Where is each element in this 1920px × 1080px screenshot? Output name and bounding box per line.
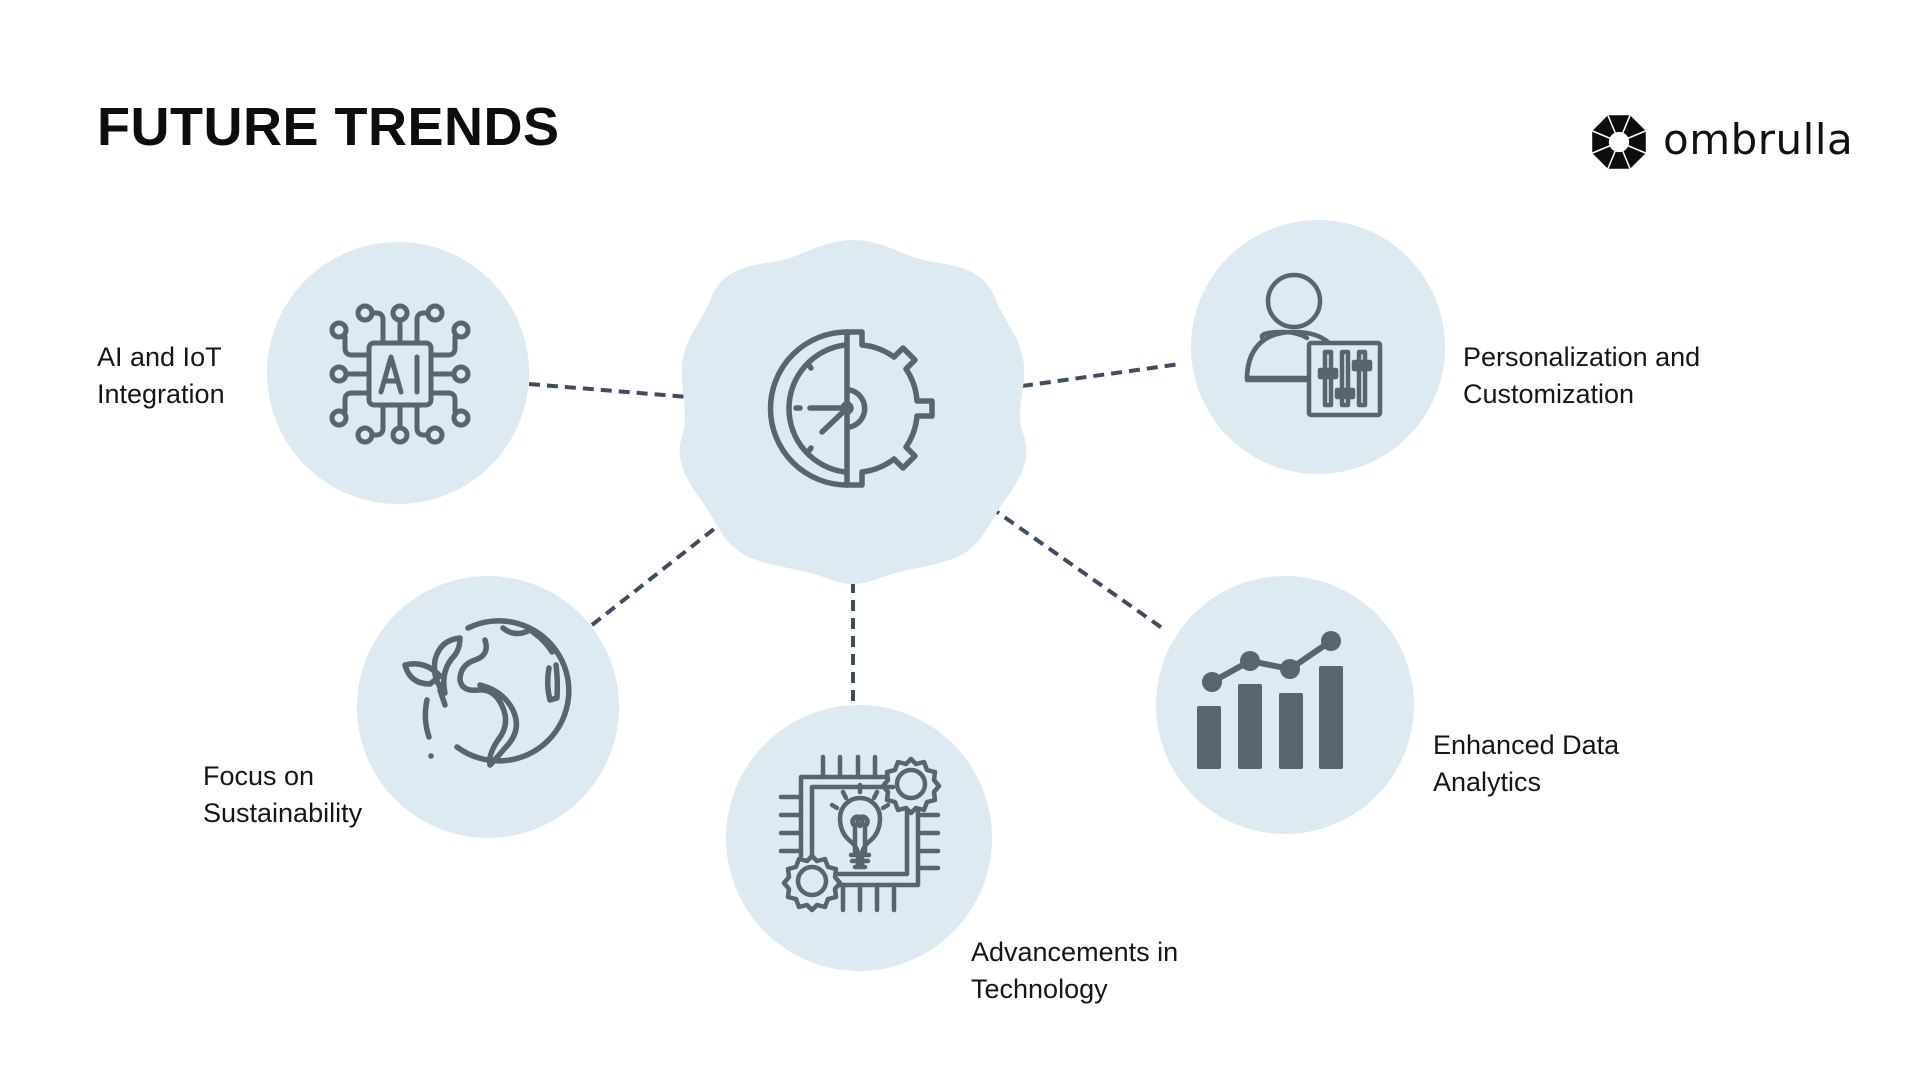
trend-label-sustainability: Focus on Sustainability: [203, 758, 362, 832]
trend-label-data-analytics: Enhanced Data Analytics: [1433, 727, 1619, 801]
page-title: FUTURE TRENDS: [97, 97, 560, 157]
user-sliders-icon: [1244, 272, 1383, 418]
label-line: Focus on: [203, 761, 315, 791]
trend-node-personalization: [1191, 220, 1445, 474]
label-line: Technology: [971, 974, 1108, 1004]
label-line: Analytics: [1433, 767, 1542, 797]
connector-personalization: [1021, 362, 1181, 388]
trend-node-technology: [726, 705, 992, 971]
bar-line-chart-icon: [1197, 631, 1343, 769]
brand-logo: ombrulla: [1590, 112, 1853, 172]
label-line: Sustainability: [203, 798, 363, 828]
trend-node-ai-iot: [267, 242, 529, 504]
bubble: [357, 576, 619, 838]
hub-node: [679, 240, 1027, 584]
ai-chip-icon: [329, 303, 471, 445]
label-line: Integration: [97, 379, 225, 409]
octagon-umbrella-logo-icon: [1591, 114, 1647, 170]
earth-leaf-icon: [402, 618, 572, 768]
trend-label-personalization: Personalization and Customization: [1463, 339, 1700, 413]
chip-lightbulb-gears-icon: [778, 754, 942, 913]
connector-ai-iot: [528, 382, 689, 399]
label-line: AI and IoT: [97, 342, 222, 372]
label-line: Advancements in: [971, 937, 1179, 967]
label-line: Enhanced Data: [1433, 730, 1620, 760]
label-line: Customization: [1463, 379, 1635, 409]
trend-label-technology: Advancements in Technology: [971, 934, 1178, 1008]
connector-data-analytics: [988, 505, 1167, 632]
bubble: [1191, 220, 1445, 474]
brand-name: ombrulla: [1663, 115, 1854, 164]
bubble: [726, 705, 992, 971]
clock-gear-icon: [767, 329, 935, 488]
trend-label-ai-iot: AI and IoT Integration: [97, 339, 225, 413]
connectors: [528, 362, 1181, 708]
label-line: Personalization and: [1463, 342, 1701, 372]
connector-sustainability: [590, 516, 730, 627]
wavy-badge-shape: [679, 240, 1027, 584]
trend-node-sustainability: [357, 576, 619, 838]
trend-node-data-analytics: [1156, 576, 1414, 834]
